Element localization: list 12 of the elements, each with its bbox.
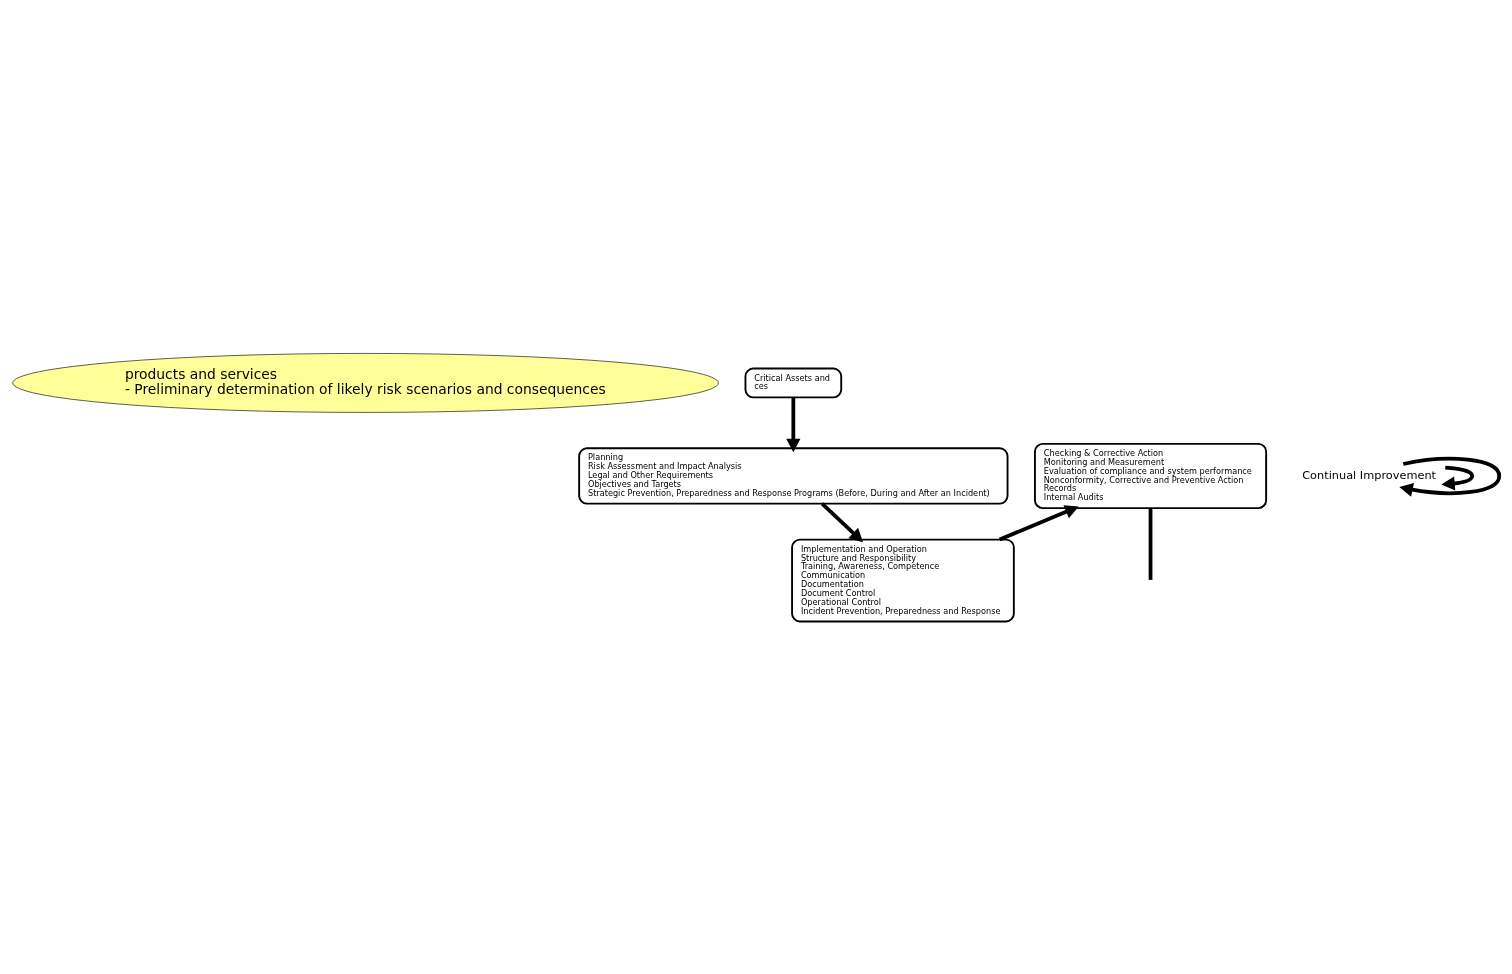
arrow xyxy=(1399,456,1502,497)
arrow xyxy=(820,501,864,542)
connector xyxy=(1148,507,1153,580)
node-ellipse: products and services - Preliminary determination of likely risk scenarios and consequences xyxy=(12,352,719,413)
node-box: Planning Risk Assessment and Impact Analysis Legal and Other Requirements Objectives and Targets Strategic Prevention, Preparedness and Response Programs (Before, During and After an Incident) xyxy=(578,446,1009,505)
node-box: Checking & Corrective Action Monitoring and Measurement Evaluation of compliance and system performance Nonconformity, Corrective and Preventive Action Records Internal Audits xyxy=(1034,442,1268,509)
node-box: Implementation and Operation Structure and Responsibility Training, Awareness, Competence Communication Documentation Document Control Operational Control Incident Prevention, Preparedness and Response xyxy=(791,538,1015,622)
arrow xyxy=(998,504,1079,541)
arrow xyxy=(1441,465,1475,491)
node-text: Continual Improvement xyxy=(1302,467,1437,482)
node-box: Critical Assets and ces xyxy=(744,367,843,398)
arrow xyxy=(786,397,801,452)
